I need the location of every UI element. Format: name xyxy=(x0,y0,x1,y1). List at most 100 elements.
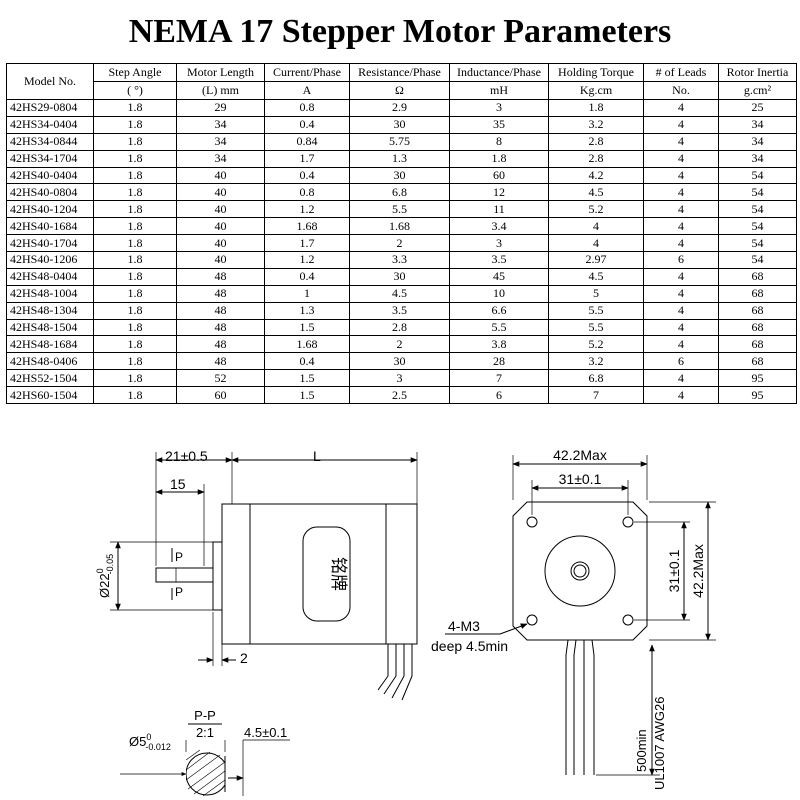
column-unit: A xyxy=(264,81,350,100)
table-cell: 1.8 xyxy=(449,149,549,168)
header-row-units: ( °) (L) mm A Ω mH Kg.cm No. g.cm² xyxy=(7,81,797,100)
table-cell: 3.4 xyxy=(449,217,549,236)
model-cell: 42HS40-1206 xyxy=(6,251,94,269)
table-cell: 3.5 xyxy=(449,251,549,269)
dim-hole-spacing-v-text: 31±0.1 xyxy=(666,549,682,592)
table-cell: 48 xyxy=(176,318,265,337)
table-cell: 48 xyxy=(176,284,265,303)
side-view-drawing xyxy=(110,452,418,701)
table-cell: 4 xyxy=(643,149,719,168)
table-cell: 5.2 xyxy=(548,335,644,354)
column-unit: No. xyxy=(643,81,719,100)
table-cell: 4 xyxy=(643,234,719,253)
section-mark-bottom: P xyxy=(175,585,183,599)
column-unit: mH xyxy=(449,81,549,100)
table-cell: 40 xyxy=(176,251,265,269)
mounting-hole xyxy=(622,516,634,528)
table-cell: 10 xyxy=(449,284,549,303)
table-cell: 2.8 xyxy=(548,149,644,168)
table-cell: 34 xyxy=(718,115,797,134)
hole-label-line1: 4-M3 xyxy=(448,618,480,634)
dim-diameter-text: Ø220-0.05 xyxy=(95,554,115,598)
model-cell: 42HS40-1684 xyxy=(6,217,94,236)
table-cell: 3.2 xyxy=(548,352,644,371)
table-cell: 54 xyxy=(718,217,797,236)
mounting-hole xyxy=(526,516,538,528)
table-cell: 4 xyxy=(643,267,719,286)
front-boss xyxy=(544,535,616,607)
table-cell: 1.8 xyxy=(93,301,177,320)
table-cell: 68 xyxy=(718,335,797,354)
section-view-drawing xyxy=(120,723,290,797)
table-cell: 1.68 xyxy=(349,217,450,236)
model-cell: 42HS40-1704 xyxy=(6,234,94,253)
table-cell: 60 xyxy=(176,386,265,405)
table-cell: 48 xyxy=(176,267,265,286)
model-cell: 42HS48-0406 xyxy=(6,352,94,371)
column-header: Step Angle xyxy=(93,63,177,82)
table-cell: 0.8 xyxy=(264,183,350,202)
lead-length-text: 500min xyxy=(634,729,649,772)
table-cell: 4 xyxy=(643,166,719,185)
table-cell: 0.4 xyxy=(264,267,350,286)
table-cell: 95 xyxy=(718,369,797,388)
table-cell: 29 xyxy=(176,99,265,117)
table-cell: 3 xyxy=(349,369,450,388)
table-cell: 95 xyxy=(718,386,797,405)
table-cell: 4 xyxy=(643,132,719,151)
page-title: NEMA 17 Stepper Motor Parameters xyxy=(128,13,672,50)
motor-boss xyxy=(212,541,223,611)
column-header: Rotor Inertia xyxy=(718,63,797,82)
column-header: Current/Phase xyxy=(264,63,350,82)
table-cell: 3.5 xyxy=(349,301,450,320)
table-cell: 4 xyxy=(643,301,719,320)
table-cell: 2 xyxy=(349,234,450,253)
dim-hole-spacing-text: 31±0.1 xyxy=(559,471,602,487)
table-cell: 4 xyxy=(643,183,719,202)
column-header-model: Model No. xyxy=(6,63,94,100)
mounting-hole xyxy=(622,614,634,626)
model-cell: 42HS48-1684 xyxy=(6,335,94,354)
table-cell: 4 xyxy=(548,217,644,236)
table-cell: 68 xyxy=(718,301,797,320)
section-diameter-sub: -0.012 xyxy=(145,742,171,752)
section-diameter-sup: 0 xyxy=(146,732,151,742)
section-title: P-P xyxy=(194,708,216,723)
table-cell: 0.4 xyxy=(264,352,350,371)
table-cell: 4 xyxy=(643,99,719,117)
table-cell: 4 xyxy=(643,335,719,354)
table-cell: 4 xyxy=(643,284,719,303)
table-cell: 0.4 xyxy=(264,166,350,185)
table-cell: 5.5 xyxy=(548,301,644,320)
model-cell: 42HS48-1004 xyxy=(6,284,94,303)
table-cell: 1.8 xyxy=(93,335,177,354)
model-cell: 42HS52-1504 xyxy=(6,369,94,388)
model-cell: 42HS40-0404 xyxy=(6,166,94,185)
table-cell: 1.5 xyxy=(264,386,350,405)
table-cell: 1.8 xyxy=(93,132,177,151)
dim-boss-text: 2 xyxy=(240,650,248,666)
table-cell: 60 xyxy=(449,166,549,185)
table-cell: 34 xyxy=(176,115,265,134)
column-header: Holding Torque xyxy=(548,63,644,82)
table-cell: 1.8 xyxy=(93,284,177,303)
dim-diameter-main: Ø22 xyxy=(97,573,112,598)
model-cell: 42HS48-1504 xyxy=(6,318,94,337)
column-unit: ( °) xyxy=(93,81,177,100)
table-cell: 0.4 xyxy=(264,115,350,134)
table-cell: 3 xyxy=(449,99,549,117)
dim-flange-text: 21±0.5 xyxy=(165,448,208,464)
table-cell: 1 xyxy=(264,284,350,303)
table-cell: 52 xyxy=(176,369,265,388)
column-header: Motor Length xyxy=(176,63,265,82)
table-cell: 1.3 xyxy=(349,149,450,168)
table-cell: 8 xyxy=(449,132,549,151)
model-cell: 42HS40-1204 xyxy=(6,200,94,219)
table-cell: 1.8 xyxy=(93,149,177,168)
table-cell: 1.68 xyxy=(264,335,350,354)
nameplate xyxy=(302,526,351,622)
table-cell: 1.8 xyxy=(548,99,644,117)
